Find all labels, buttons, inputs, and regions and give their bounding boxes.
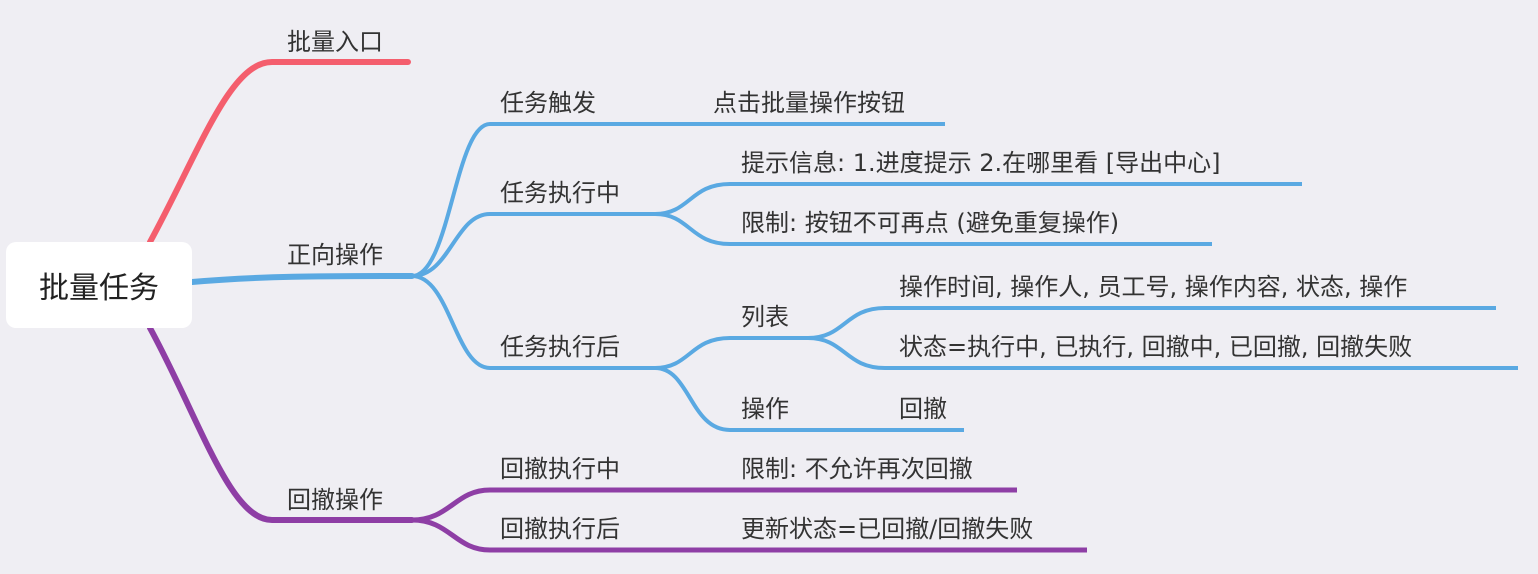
node-undo-running[interactable]: 回撤执行中: [500, 455, 620, 483]
node-running[interactable]: 任务执行中: [500, 179, 620, 207]
node-list-statuses[interactable]: 状态=执行中, 已执行, 回撤中, 已回撤, 回撤失败: [899, 333, 1413, 361]
connector-done-operation: [654, 366, 805, 432]
node-done[interactable]: 任务执行后: [500, 333, 620, 361]
root-node[interactable]: 批量任务: [6, 242, 192, 328]
node-running-info[interactable]: 提示信息: 1.进度提示 2.在哪里看 [导出中心]: [741, 149, 1221, 177]
node-list[interactable]: 列表: [741, 303, 789, 331]
node-undo-running-detail[interactable]: 限制: 不允许再次回撤: [741, 455, 973, 483]
connector-forward-trigger: [411, 122, 620, 278]
node-undo-done-detail[interactable]: 更新状态=已回撤/回撤失败: [741, 515, 1034, 543]
connector-list-statuses: [807, 336, 1518, 370]
connector-done-list: [654, 336, 808, 370]
connector-root-entry: [147, 59, 411, 245]
node-running-limit[interactable]: 限制: 按钮不可再点 (避免重复操作): [741, 209, 1120, 237]
connector-forward-running: [411, 212, 655, 278]
node-undo[interactable]: 回撤操作: [287, 486, 383, 514]
connector-running-limit: [654, 212, 1212, 246]
node-operation-detail[interactable]: 回撤: [899, 395, 947, 423]
connector-forward-done: [411, 274, 655, 370]
node-forward[interactable]: 正向操作: [287, 241, 383, 269]
node-trigger[interactable]: 任务触发: [500, 89, 596, 117]
node-operation[interactable]: 操作: [741, 395, 789, 423]
connector-root-undo: [147, 325, 415, 523]
node-entry[interactable]: 批量入口: [287, 28, 383, 56]
node-list-columns[interactable]: 操作时间, 操作人, 员工号, 操作内容, 状态, 操作: [899, 273, 1408, 301]
node-undo-done[interactable]: 回撤执行后: [500, 515, 620, 543]
connector-list-columns: [807, 306, 1496, 340]
node-trigger-detail[interactable]: 点击批量操作按钮: [713, 89, 905, 117]
connector-root-forward: [189, 273, 415, 285]
connector-undo-done: [411, 517, 650, 553]
connector-running-info: [654, 182, 1302, 216]
